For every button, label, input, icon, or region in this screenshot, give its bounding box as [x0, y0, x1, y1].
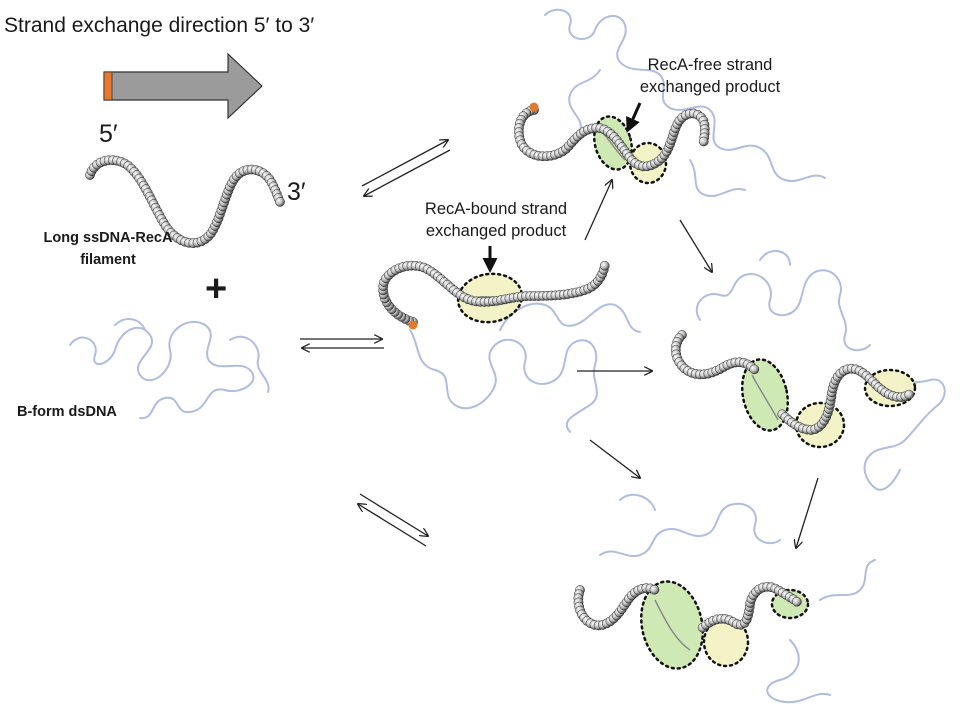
- filament-label-line2: filament: [80, 252, 136, 268]
- dsdna-coil-middle-right: [695, 250, 946, 491]
- filament-label-line1: Long ssDNA-RecA: [43, 230, 173, 246]
- reca-bead: [904, 389, 914, 400]
- dsdna-coil-top-right: [544, 8, 826, 198]
- exchange-bubbles: [456, 115, 917, 670]
- dsdna-coil-center: [409, 302, 641, 433]
- strand-end-dots: [408, 102, 539, 330]
- dsdna-coil-bottom-right: [599, 493, 876, 704]
- diagram-title: Strand exchange direction 5′ to 3′: [4, 14, 315, 37]
- reca-filaments: [85, 105, 914, 633]
- three-prime-label: 3′: [287, 178, 306, 206]
- recA-free-label-line2: exchanged product: [639, 78, 781, 96]
- recA-bound-label-line2: exchanged product: [425, 222, 567, 240]
- reca-bead: [275, 197, 285, 207]
- reca-bead: [698, 136, 709, 147]
- recA-free-label-line1: RecA-free strand: [647, 56, 773, 74]
- five-prime-label: 5′: [99, 120, 118, 148]
- callout-pointers: [482, 102, 642, 273]
- reca-bead: [749, 364, 760, 375]
- reca-bead: [791, 596, 802, 607]
- recA-bound-label-line1: RecA-bound strand: [424, 200, 568, 218]
- dsdna-coil-left: [69, 318, 270, 420]
- equilibrium-arrows: [300, 140, 451, 547]
- plus-sign: +: [205, 268, 228, 310]
- direction-arrow: [103, 52, 263, 120]
- reaction-arrows: [577, 180, 819, 548]
- dsdna-strands: [69, 8, 946, 704]
- reca-bead: [599, 260, 610, 271]
- dsdna-label: B-form dsDNA: [17, 404, 117, 420]
- reca-bead: [649, 584, 660, 595]
